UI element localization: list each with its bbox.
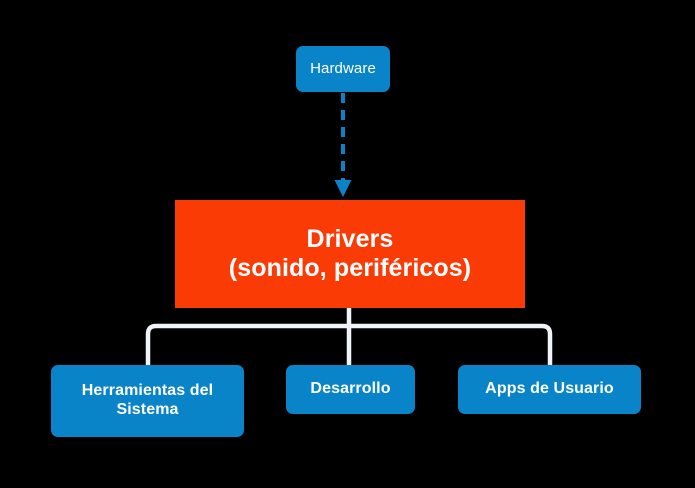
node-drivers-label-line1: Drivers bbox=[306, 224, 394, 253]
node-drivers[interactable]: Drivers (sonido, periféricos) bbox=[175, 200, 525, 308]
connector-drivers-to-children bbox=[145, 305, 553, 368]
node-herramientas-label-line1: Herramientas del bbox=[81, 382, 214, 400]
arrowhead-down-icon bbox=[334, 180, 352, 197]
node-hardware-label: Hardware bbox=[310, 60, 376, 78]
node-drivers-label-line2: (sonido, periféricos) bbox=[228, 254, 472, 282]
node-drivers-label: Drivers (sonido, periféricos) bbox=[219, 225, 481, 284]
node-apps-de-usuario[interactable]: Apps de Usuario bbox=[458, 365, 641, 414]
node-desarrollo[interactable]: Desarrollo bbox=[286, 365, 415, 414]
connector-hardware-to-drivers bbox=[334, 93, 352, 197]
node-hardware[interactable]: Hardware bbox=[296, 46, 390, 92]
node-apps-label: Apps de Usuario bbox=[485, 380, 614, 398]
node-herramientas-label-line2: Sistema bbox=[116, 401, 179, 418]
node-herramientas-label: Herramientas del Sistema bbox=[51, 382, 244, 420]
node-herramientas-del-sistema[interactable]: Herramientas del Sistema bbox=[51, 365, 244, 437]
node-desarrollo-label: Desarrollo bbox=[310, 380, 391, 398]
